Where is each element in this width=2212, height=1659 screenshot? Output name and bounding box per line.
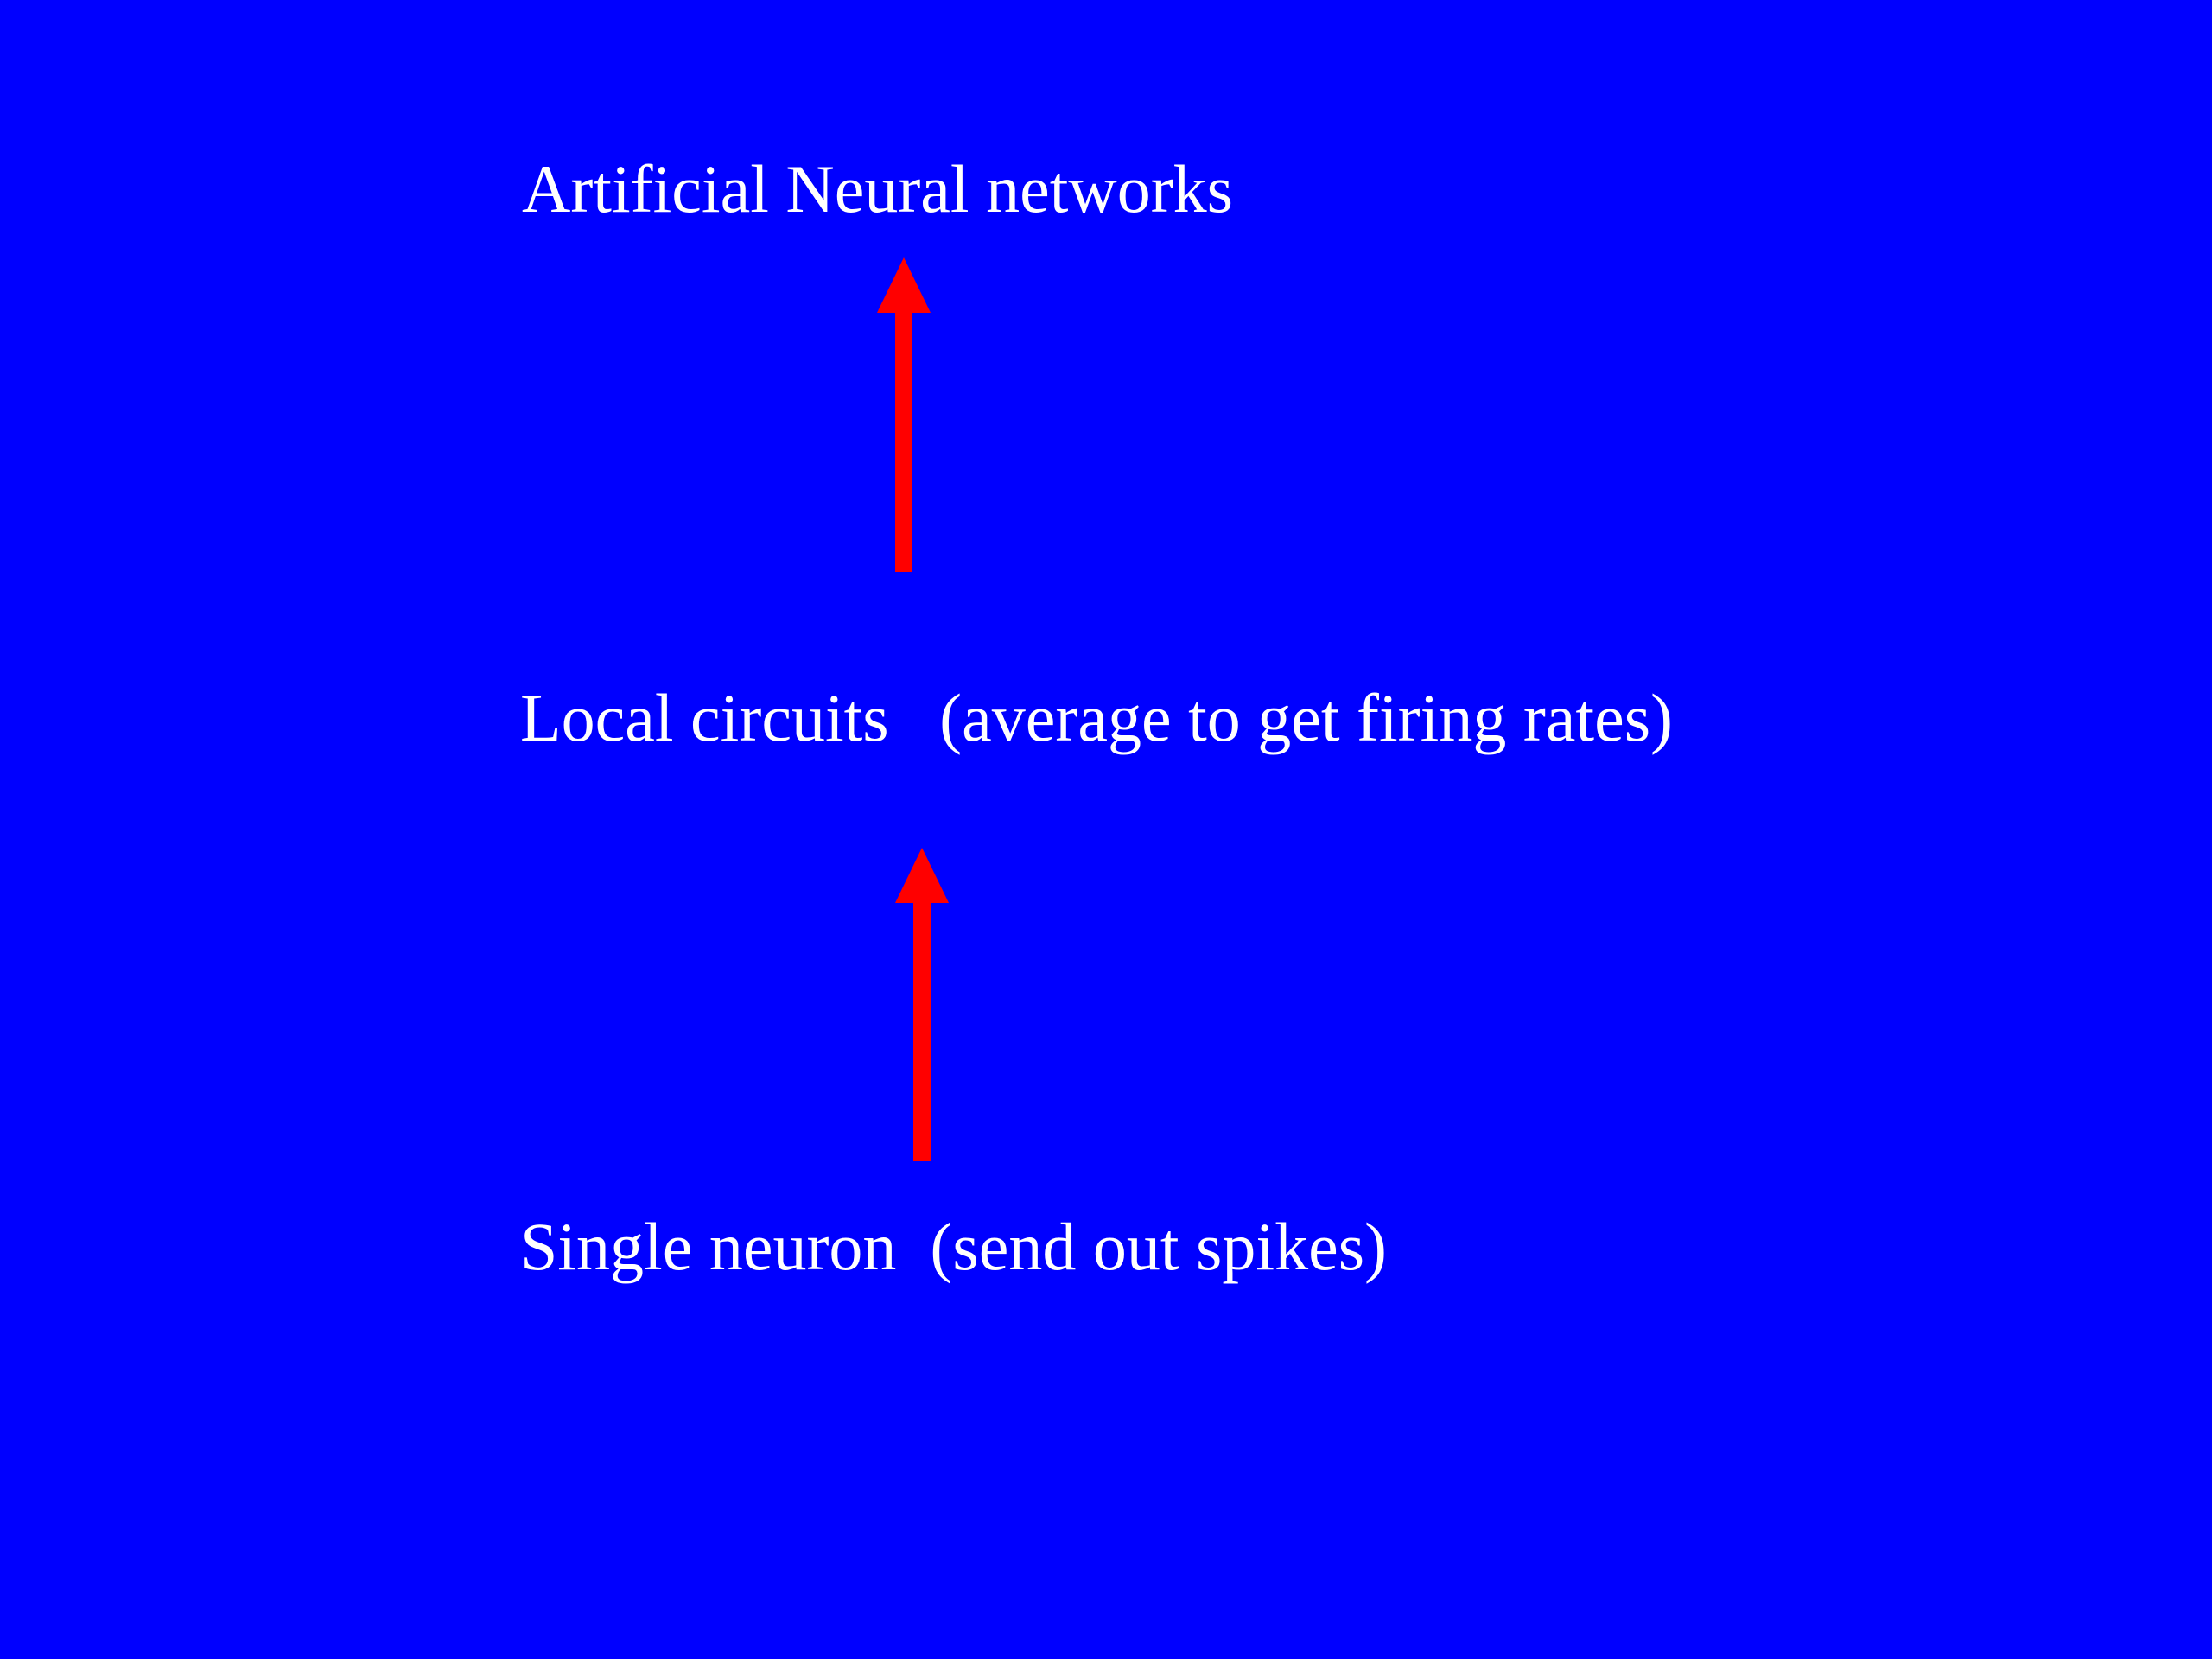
level-label-artificial-neural-networks: Artificial Neural networks (522, 151, 1234, 226)
arrow-head (895, 848, 949, 903)
level-label-local-circuits: Local circuits (average to get firing ra… (520, 680, 1674, 755)
level-label-single-neuron: Single neuron (send out spikes) (520, 1209, 1388, 1284)
arrow-up-icon (877, 257, 931, 572)
arrow-shaft (895, 311, 912, 572)
arrow-shaft (913, 900, 931, 1161)
arrow-up-icon (895, 848, 949, 1161)
arrow-head (877, 257, 931, 313)
